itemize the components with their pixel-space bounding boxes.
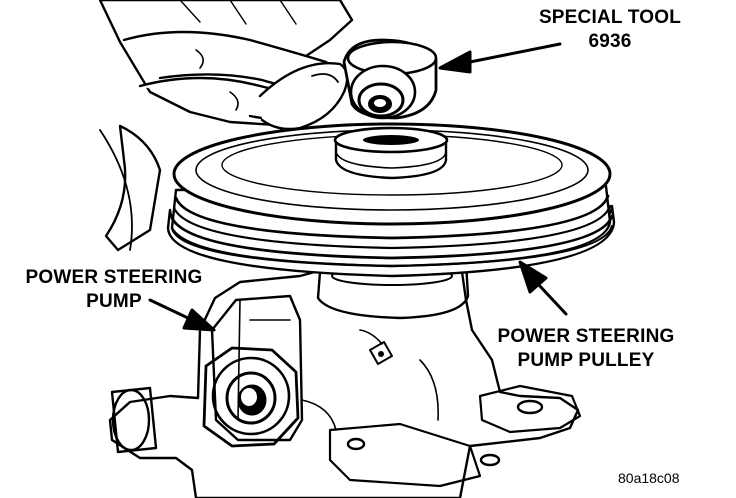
arrowhead-pump [182,308,216,332]
thumb-nail [311,73,339,83]
hose-fitting-highlight [241,388,257,406]
hose-fitting-hex [202,346,300,448]
label-pulley-line1: POWER STEERING [497,326,675,347]
arrowhead-pulley [518,260,548,294]
cuff-lines [179,0,297,25]
thumb [258,62,349,131]
pump-contour-2 [419,359,439,421]
pump-pulley [166,122,616,278]
pump-contour [301,399,337,431]
pulley-hub-bore [363,135,419,145]
tool-bore-outer [357,82,405,118]
label-pulley-line2: PUMP PULLEY [517,350,655,371]
figure-code: 80a18c08 [618,470,680,486]
pump-neck [316,260,470,320]
arrow-pulley [536,282,568,316]
pump-bolt-hole [378,351,384,357]
tool-bore-highlight [374,99,386,107]
label-power-steering-pump: POWER STEERING PUMP [4,266,224,314]
lower-bracket-hole-2 [346,437,366,451]
arrow-special-tool [468,42,562,64]
pulley-hub-band [335,151,447,169]
label-pump-line1: POWER STEERING [25,267,203,288]
leader-arrows [148,42,568,332]
knuckle-line [195,49,204,69]
hose-fitting-bore [225,371,277,425]
pulley-groove-4 [170,224,614,268]
hand [98,0,354,252]
lower-bracket-hole [479,453,501,467]
arm-shadow [104,124,162,252]
side-tube-end [111,388,151,452]
pulley-groove-2 [172,204,612,250]
label-special-tool: SPECIAL TOOL 6936 [510,6,710,54]
mount-ear [478,384,582,434]
special-tool-6936 [342,38,438,120]
lower-bracket [328,422,482,488]
pump-rib [359,329,383,345]
pulley-groove-1 [174,194,610,240]
arrow-pump [148,298,190,320]
label-special-tool-line1: SPECIAL TOOL [538,7,682,28]
arrowhead-special-tool [438,50,472,74]
arm-contour [99,129,133,251]
pulley-groove-3 [170,214,614,260]
mount-ear-hole [516,399,544,415]
knuckle-line-2 [229,91,239,111]
side-tube [110,386,158,454]
hose-fitting-outer [211,356,291,436]
pump-bolt [369,341,393,365]
pump-body [108,260,582,498]
tool-face [349,64,417,120]
label-pump-line2: PUMP [86,291,142,312]
label-power-steering-pump-pulley: POWER STEERING PUMP PULLEY [470,325,702,373]
label-special-tool-line2: 6936 [588,31,632,52]
